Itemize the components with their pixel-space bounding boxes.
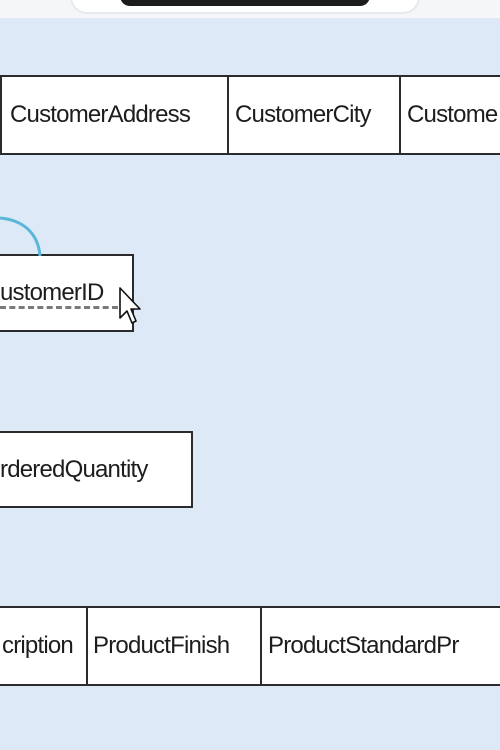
attribute-cell-customer-next[interactable]: Custome [407, 101, 498, 128]
attribute-cell-customer-address[interactable]: CustomerAddress [2, 77, 229, 153]
customer-attribute-row: CustomerAddress CustomerCity Custome [0, 75, 500, 155]
customer-id-label: ustomerID [0, 279, 104, 306]
top-title-bar [120, 0, 370, 6]
attribute-cell-customer-city[interactable]: CustomerCity [229, 77, 401, 153]
ordered-quantity-box[interactable]: rderedQuantity [0, 431, 193, 508]
attribute-cell-product-description[interactable]: cription [0, 608, 88, 684]
customer-id-box[interactable]: ustomerID [0, 254, 134, 332]
attribute-cell-product-standard-price[interactable]: ProductStandardPr [268, 632, 459, 659]
attribute-cell-product-finish[interactable]: ProductFinish [88, 608, 262, 684]
product-attribute-row: cription ProductFinish ProductStandardPr [0, 606, 500, 686]
customer-id-dashed-underline [0, 306, 118, 309]
ordered-quantity-label: rderedQuantity [0, 455, 148, 483]
